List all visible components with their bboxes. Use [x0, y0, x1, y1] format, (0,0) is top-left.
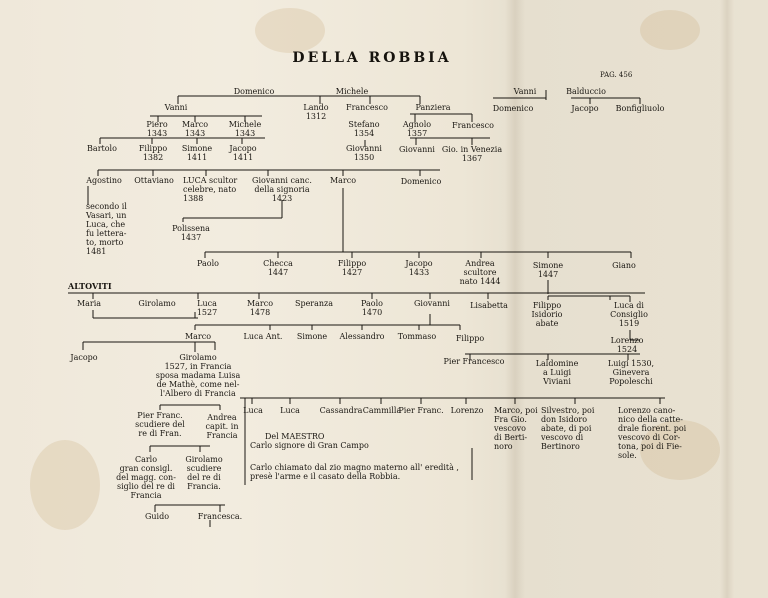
agostino-note: secondo il Vasari, un Luca, che fu lette… [86, 202, 127, 256]
paper-stain [30, 440, 100, 530]
person-checca: Checca 1447 [263, 259, 293, 277]
paper-stain [640, 420, 720, 480]
person-polissena: Polissena 1437 [172, 224, 210, 242]
page-title: DELLA ROBBIA [292, 50, 452, 66]
person-cammilla: Cammilla [362, 406, 402, 415]
person-andrea-capit: Andrea capit. in Francia [205, 413, 239, 440]
person-domenico-right: Domenico [492, 104, 534, 113]
person-pier-franc-child: Pier Franc. [398, 406, 444, 415]
person-luca-b: Luca [280, 406, 300, 415]
person-luigi-1530: Luigi 1530, Ginevera Popoleschi [607, 359, 655, 386]
person-laldomine: Laldomine a Luigi Viviani [535, 359, 579, 386]
person-jacopo-1433: Jacopo 1433 [405, 259, 433, 277]
person-pier-francesco: Pier Francesco [443, 357, 505, 366]
person-giovanni-1350: Giovanni 1350 [346, 144, 382, 162]
maestro-carlo-1: Carlo signore di Gran Campo [250, 441, 369, 450]
person-luca-a: Luca [243, 406, 263, 415]
maestro-heading: Del MAESTRO [265, 432, 325, 441]
person-francesco-2: Francesco [452, 121, 494, 130]
page-fold [505, 0, 525, 598]
person-cassandra: Cassandra [319, 406, 363, 415]
person-guido: Guido [144, 512, 170, 521]
person-lando: Lando 1312 [303, 103, 329, 121]
person-michele: Michele [335, 87, 369, 96]
person-agnolo: Agnolo 1357 [402, 120, 432, 138]
person-girolamo-1527: Girolamo 1527, in Francia sposa madama L… [155, 353, 241, 398]
person-jacopo-1411: Jacopo 1411 [229, 144, 257, 162]
person-silvestro: Silvestro, poi don Isidoro abate, di poi… [541, 406, 595, 451]
altoviti-label: ALTOVITI [68, 281, 112, 291]
person-francesca: Francesca. [197, 512, 243, 521]
person-bonfigliuolo: Bonfigliuolo [615, 104, 665, 113]
person-andrea-scultore: Andrea scultore nato 1444 [459, 259, 501, 286]
person-pier-franc-scudiere: Pier Franc. scudiere del re di Fran. [135, 411, 185, 438]
person-francesco: Francesco [346, 103, 388, 112]
person-giovanni-canc: Giovanni canc. della signoria 1423 [252, 176, 312, 203]
person-agostino: Agostino [86, 176, 122, 185]
person-carlo-consigl: Carlo gran consigl. del magg. con- sigli… [116, 455, 176, 500]
person-stefano: Stefano 1354 [348, 120, 380, 138]
person-michele-1343: Michele 1343 [228, 120, 262, 138]
person-speranza: Speranza [294, 299, 334, 308]
person-girolamo-scudiere: Girolamo scudiere del re di Francia. [185, 455, 223, 491]
person-marco-1478: Marco 1478 [246, 299, 274, 317]
maestro-carlo-2: Carlo chiamato dal zio magno materno all… [250, 463, 459, 481]
person-filippo-gen8: Filippo [455, 334, 485, 343]
person-gio-venezia: Gio. in Venezia 1367 [441, 145, 503, 163]
person-alessandro: Alessandro [339, 332, 385, 341]
person-marco-gen8: Marco [184, 332, 212, 341]
person-balduccio: Balduccio [566, 87, 606, 96]
page-reference: PAG. 456 [600, 71, 633, 79]
person-marco-gen5: Marco [329, 176, 357, 185]
person-luca-scultor: LUCA scultor celebre, nato 1388 [183, 176, 238, 203]
person-domenico-gen5: Domenico [400, 177, 442, 186]
person-simone-gen8: Simone [296, 332, 328, 341]
person-panziera: Panziera [415, 103, 451, 112]
person-luca-1527: Luca 1527 [196, 299, 218, 317]
person-tommaso: Tommaso [397, 332, 437, 341]
person-lorenzo-canonico: Lorenzo cano- nico della catte- drale fi… [618, 406, 687, 460]
person-maria: Maria [76, 299, 102, 308]
person-luca-consiglio: Luca di Consiglio 1519 [610, 301, 648, 328]
person-filippo-1382: Filippo 1382 [138, 144, 168, 162]
page-fold [720, 0, 734, 598]
person-ottaviano: Ottaviano [134, 176, 174, 185]
person-lorenzo-child: Lorenzo [450, 406, 484, 415]
person-paolo-1470: Paolo 1470 [361, 299, 383, 317]
person-luca-ant: Luca Ant. [243, 332, 283, 341]
person-piero: Piero 1343 [146, 120, 168, 138]
person-girolamo-altoviti: Girolamo [138, 299, 176, 308]
person-paolo: Paolo [197, 259, 219, 268]
person-filippo-isidorio: Filippo Isidorio abate [531, 301, 563, 328]
paper-stain [255, 8, 325, 53]
person-vanni-right: Vanni [513, 87, 537, 96]
person-marco: Marco 1343 [181, 120, 209, 138]
person-giano: Giano [612, 261, 636, 270]
person-bartolo: Bartolo [87, 144, 117, 153]
person-vanni: Vanni [164, 103, 188, 112]
person-giovanni: Giovanni [399, 145, 435, 154]
person-marco-fra-gio: Marco, poi Fra Gio. vescovo di Berti- no… [494, 406, 538, 451]
person-jacopo-gen9: Jacopo [70, 353, 98, 362]
person-lisabetta: Lisabetta [470, 301, 508, 310]
person-lorenzo-1524: Lorenzo 1524 [610, 336, 644, 354]
person-simone-1411: Simone 1411 [181, 144, 213, 162]
person-giovanni-gen7: Giovanni [414, 299, 450, 308]
person-simone-1447: Simone 1447 [532, 261, 564, 279]
paper-stain [640, 10, 700, 50]
person-jacopo-right: Jacopo [571, 104, 599, 113]
person-domenico: Domenico [233, 87, 275, 96]
person-filippo-1427: Filippo 1427 [337, 259, 367, 277]
